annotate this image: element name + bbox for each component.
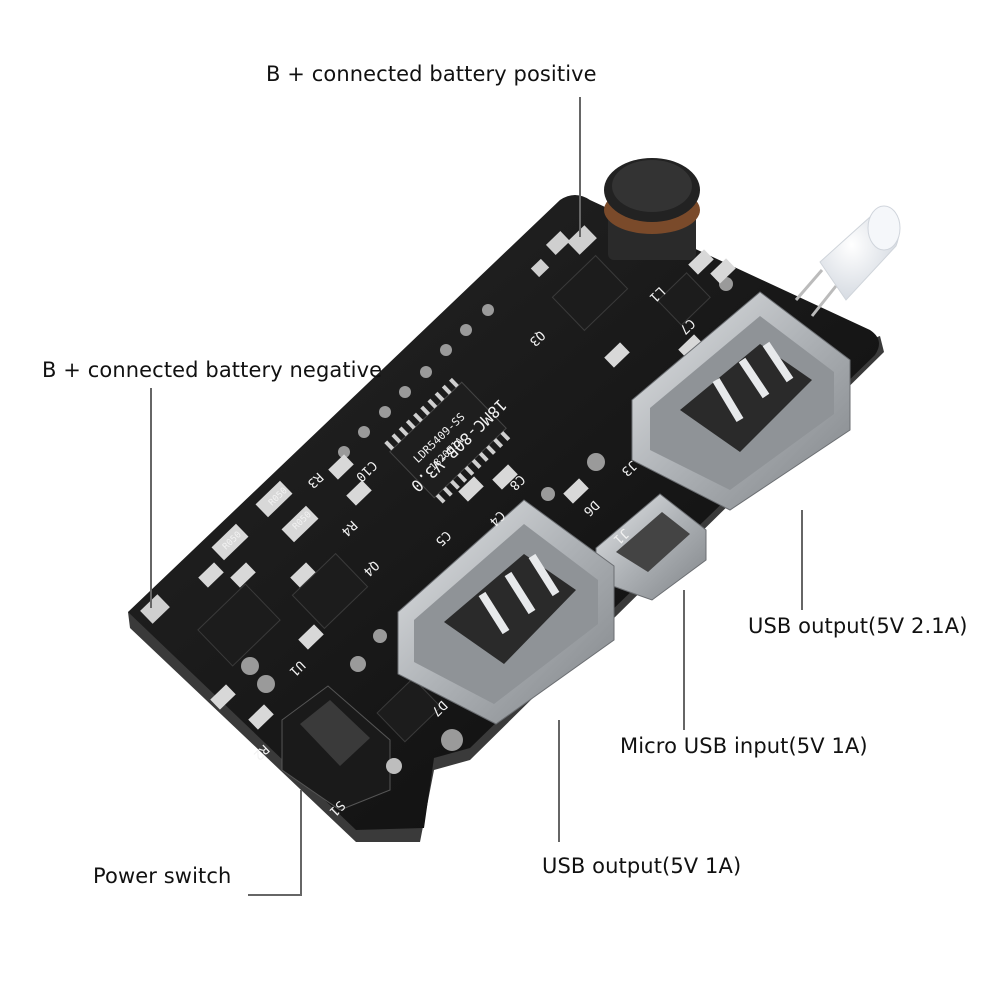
leader-battery-positive: [579, 97, 581, 237]
diode-d7: [376, 677, 442, 743]
micro-usb-port: [595, 493, 707, 601]
indicator-led: [794, 205, 901, 317]
callout-battery-positive: B + connected battery positive: [266, 62, 597, 86]
leader-usb-2a: [801, 510, 803, 610]
leader-usb-1a: [558, 720, 560, 842]
callout-power-switch: Power switch: [93, 864, 232, 888]
usb-port-2a: [631, 291, 851, 511]
usb-port-1a: [397, 499, 615, 725]
battery-negative-pad: [140, 594, 170, 624]
inductor-l1: [604, 158, 700, 260]
battery-positive-pad: [567, 225, 597, 255]
callout-battery-negative: B + connected battery negative: [42, 358, 383, 382]
leader-battery-negative: [150, 388, 152, 608]
callout-micro-usb-input: Micro USB input(5V 1A): [620, 734, 868, 758]
callout-usb-output-1a: USB output(5V 1A): [542, 854, 742, 878]
mosfet-q4: [291, 552, 369, 630]
leader-power-switch-v: [300, 790, 302, 896]
leader-micro-usb: [683, 590, 685, 730]
leader-power-switch-h: [248, 894, 302, 896]
power-switch: [281, 685, 402, 811]
mosfet-q3: [551, 254, 629, 332]
main-ic: LDR5409-SS 1820E1A: [384, 377, 511, 504]
chip-u1: [197, 583, 281, 667]
callout-usb-output-2a: USB output(5V 2.1A): [748, 614, 968, 638]
